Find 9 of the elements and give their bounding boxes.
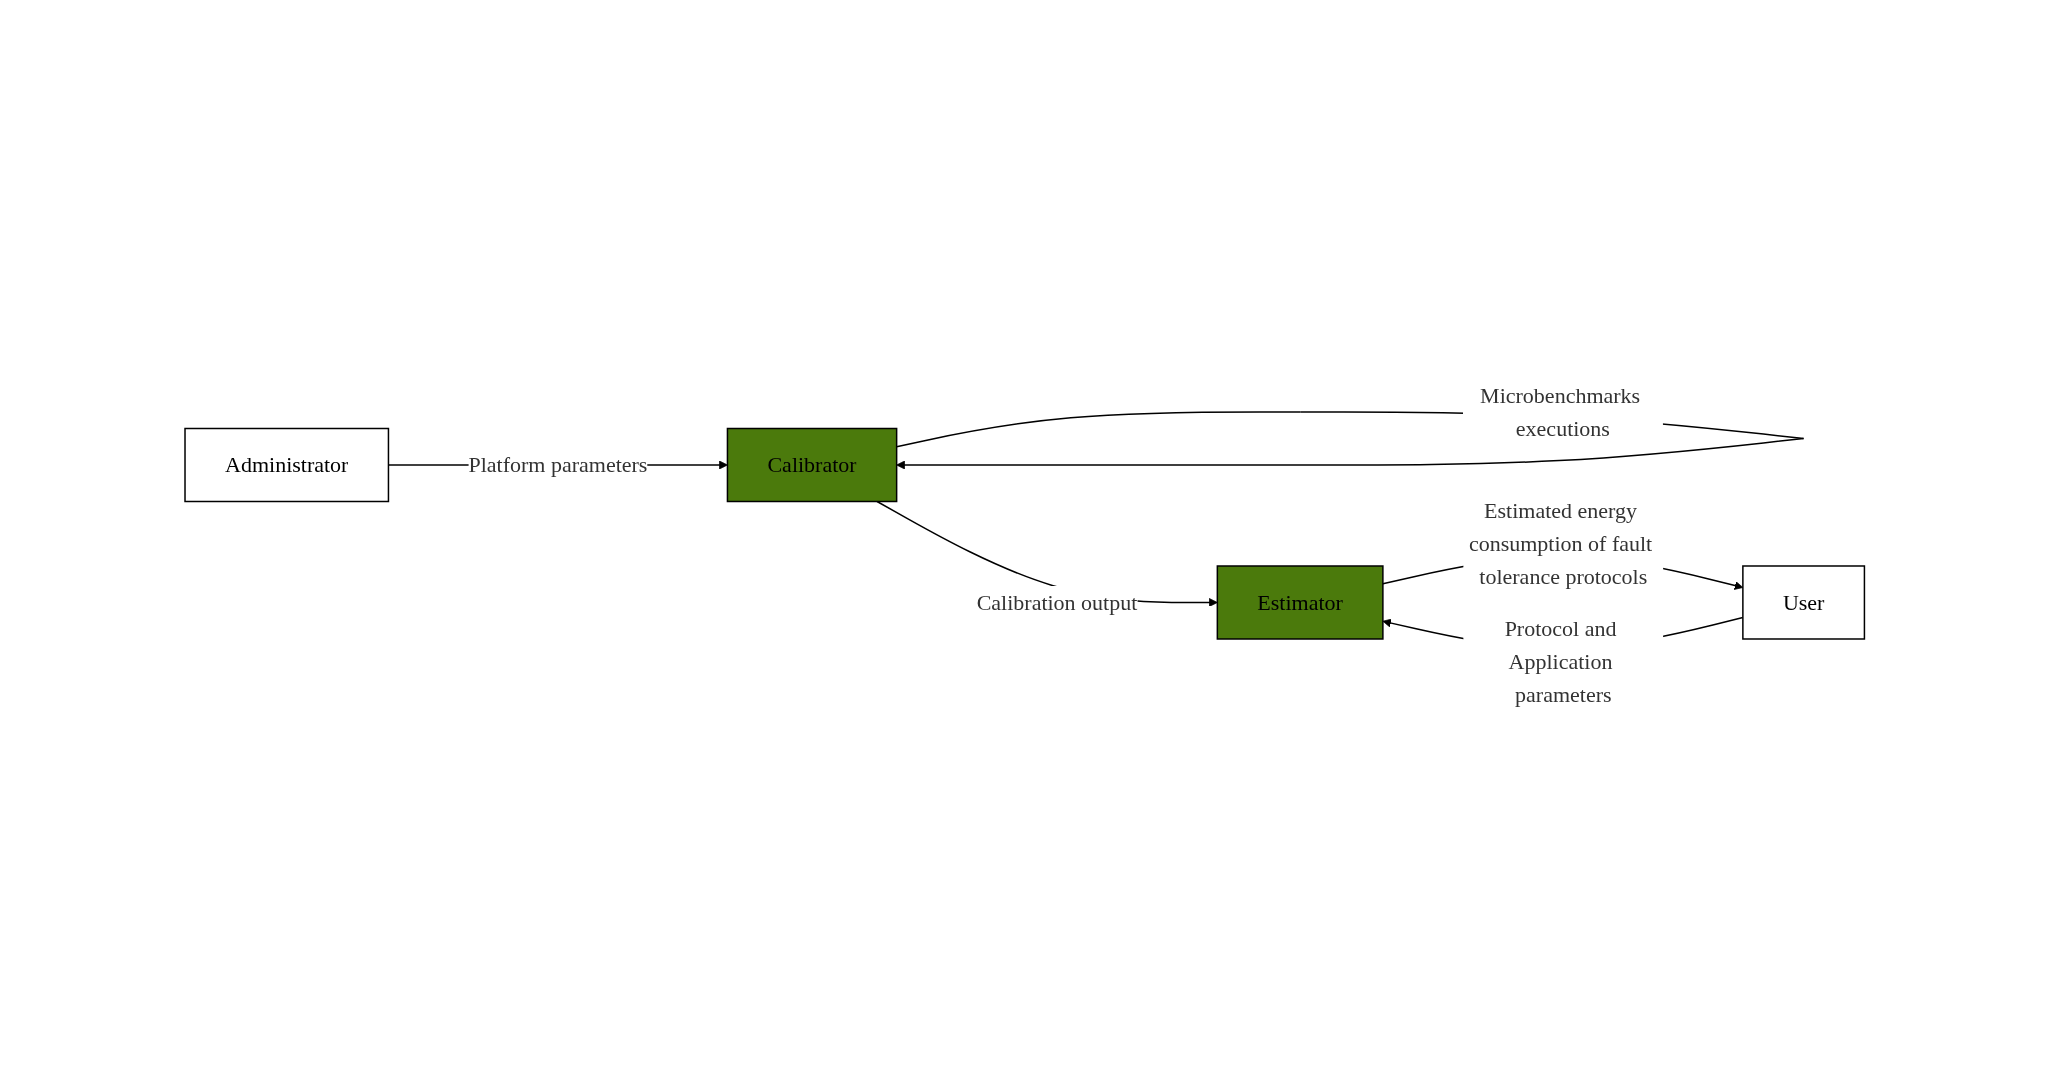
node-box: Estimator xyxy=(1216,565,1384,640)
edge-label: Calibration output xyxy=(976,589,1138,615)
edge-label: Estimated energy consumption of fault tolerance protocols xyxy=(1468,497,1652,589)
node-box: Calibrator xyxy=(726,427,898,503)
edge-label: Platform parameters xyxy=(468,452,648,478)
node-box: Administrator xyxy=(184,427,389,503)
node-box: User xyxy=(1741,565,1865,640)
edge-label: Protocol and Application parameters xyxy=(1504,616,1617,708)
edge-label: Microbenchmarks executions xyxy=(1479,382,1640,441)
